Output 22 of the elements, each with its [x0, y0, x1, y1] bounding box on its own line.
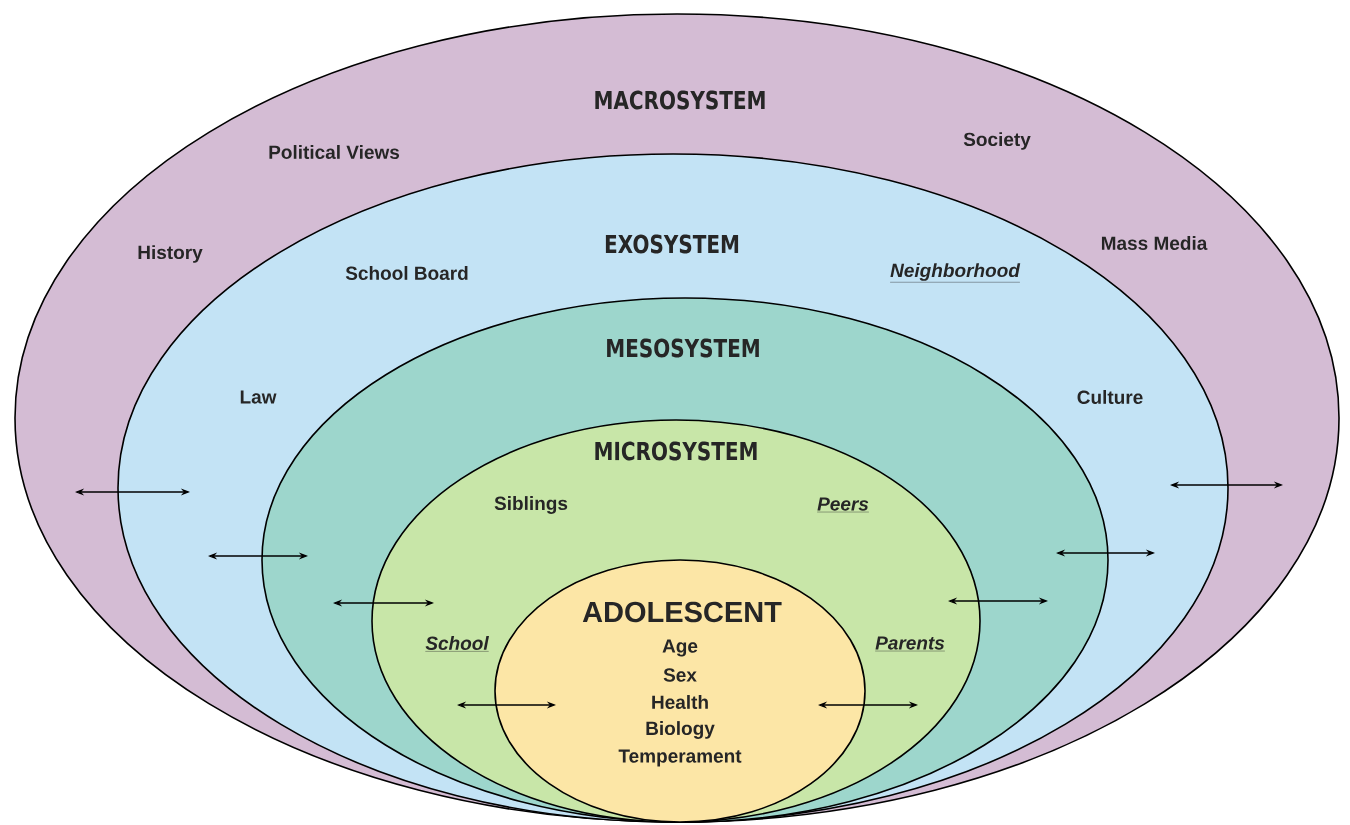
center-heading: ADOLESCENT: [582, 601, 782, 623]
factor-label: Temperament: [618, 749, 742, 767]
factor-label: School Board: [345, 266, 468, 280]
factor-label: Peers: [816, 497, 870, 513]
factor-label: Biology: [646, 721, 715, 739]
factor-label: Law: [240, 390, 277, 404]
factor-label: Culture: [1077, 390, 1143, 404]
factor-label: Political Views: [269, 145, 400, 159]
factor-label: Siblings: [494, 496, 568, 514]
factor-label: History: [138, 245, 203, 263]
factor-label: Age: [662, 639, 698, 657]
factor-label: Parents: [874, 636, 946, 652]
layer-heading: EXOSYSTEM: [605, 234, 739, 254]
factor-label: Sex: [663, 668, 697, 682]
factor-label: Mass Media: [1101, 236, 1208, 250]
factor-label: Health: [652, 695, 708, 709]
factor-label: Society: [963, 132, 1031, 150]
layer-heading: MACROSYSTEM: [595, 90, 765, 110]
layer-heading: MESOSYSTEM: [607, 338, 759, 358]
factor-label: School: [425, 636, 489, 652]
factor-label: Neighborhood: [889, 263, 1021, 283]
layer-heading: MICROSYSTEM: [595, 441, 757, 461]
